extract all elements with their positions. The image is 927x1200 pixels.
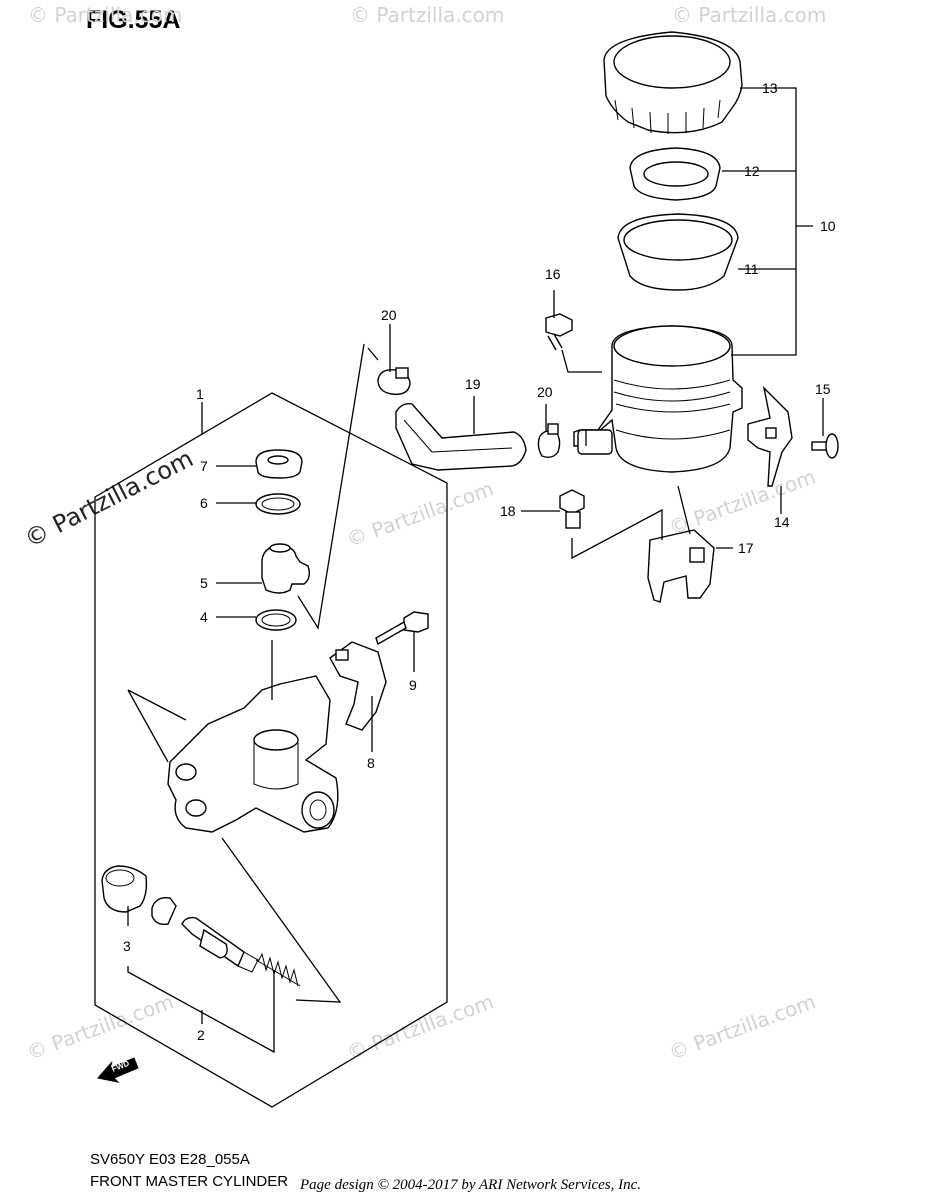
callout-20b: 20	[537, 384, 553, 400]
copyright-notice: Page design © 2004-2017 by ARI Network S…	[300, 1177, 642, 1193]
callout-18: 18	[500, 503, 516, 519]
watermark-text: © Partzilla.com	[20, 444, 198, 553]
watermark-text: © Partzilla.com	[344, 989, 497, 1064]
callout-labels: 13 12 10 11 16 20 19 20 15 1 7 6 18 14 1…	[123, 80, 836, 1043]
watermark-text: © Partzilla.com	[28, 3, 182, 27]
watermark-text: © Partzilla.com	[672, 3, 826, 27]
callout-5: 5	[200, 575, 208, 591]
boot-3	[101, 865, 148, 913]
bolt-16	[545, 313, 573, 351]
watermark-text: © Partzilla.com	[344, 476, 497, 551]
callout-15: 15	[815, 381, 831, 397]
watermark-text: © Partzilla.com	[350, 3, 504, 27]
model-code: SV650Y E03 E28_055A	[90, 1151, 250, 1168]
callout-14: 14	[774, 514, 790, 530]
callout-1: 1	[196, 386, 204, 402]
watermark-text: © Partzilla.com	[666, 989, 819, 1064]
callout-10: 10	[820, 218, 836, 234]
reservoir-cap	[603, 31, 743, 134]
screw-15	[811, 433, 839, 459]
bracket-14	[747, 385, 793, 487]
leader-lines	[297, 87, 824, 630]
diagram-name: FRONT MASTER CYLINDER	[90, 1173, 289, 1190]
figure-title: FIG.55A	[86, 6, 181, 34]
master-cylinder-body	[167, 675, 339, 833]
callout-11: 11	[744, 261, 759, 277]
callout-7: 7	[200, 458, 208, 474]
bracket-17	[647, 529, 715, 603]
piston-assembly	[181, 916, 301, 987]
watermark-text: © Partzilla.com	[24, 989, 177, 1064]
callout-3: 3	[123, 938, 131, 954]
callout-8: 8	[367, 755, 375, 771]
circlip-small	[151, 897, 177, 926]
callout-9: 9	[409, 677, 417, 693]
callout-4: 4	[200, 609, 208, 625]
callout-20a: 20	[381, 307, 397, 323]
callout-2: 2	[197, 1027, 205, 1043]
callout-6: 6	[200, 495, 208, 511]
clamp-8	[329, 641, 387, 731]
kit-outline	[94, 392, 448, 1108]
hose-clamp-20b	[537, 423, 561, 459]
bolt-9	[375, 611, 429, 646]
connector-5	[261, 543, 311, 594]
callout-17: 17	[738, 540, 754, 556]
cap-7	[255, 449, 303, 479]
hose-19	[395, 402, 527, 471]
o-ring-4	[255, 609, 297, 631]
callout-19: 19	[465, 376, 481, 392]
diaphragm	[617, 213, 739, 291]
reservoir-body	[573, 325, 743, 473]
callout-12: 12	[744, 163, 760, 179]
bolt-18	[559, 489, 585, 529]
diaphragm-plate	[629, 147, 721, 201]
fwd-arrow-icon: FWD	[97, 1057, 139, 1083]
callout-16: 16	[545, 266, 561, 282]
leader-lines-kit	[127, 402, 415, 1054]
hose-clamp-20a	[377, 367, 411, 395]
callout-13: 13	[762, 80, 778, 96]
circlip-6	[255, 493, 301, 515]
